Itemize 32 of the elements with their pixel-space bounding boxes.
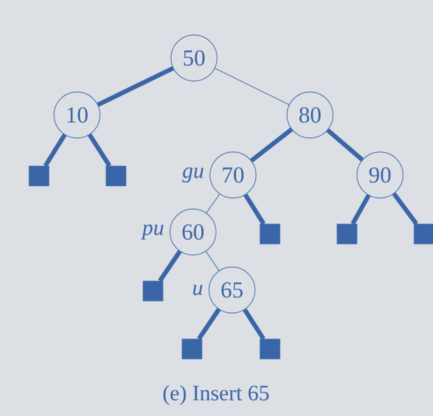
tree-edge [242, 308, 266, 340]
leaf-square [142, 280, 164, 302]
tree-edge [43, 134, 67, 167]
tree-node: 10 [54, 92, 100, 138]
leaf-square [28, 166, 50, 186]
tree-node: 65 [208, 266, 256, 314]
leaf-square [260, 224, 280, 244]
tree-edge [206, 194, 220, 214]
tree-node: 50 [170, 34, 218, 82]
tree-edge [88, 133, 112, 167]
caption: (e) Insert 65 [163, 385, 269, 405]
leaf-square [336, 224, 358, 244]
tree-edge [206, 251, 220, 271]
tree-edge [392, 192, 418, 226]
tree-edge [326, 128, 364, 162]
tree-node: 80 [286, 92, 334, 138]
tree-edge [158, 250, 182, 282]
node-label: pu [140, 224, 164, 240]
tree-edge [350, 194, 371, 225]
node-label: gu [182, 168, 204, 182]
node-label: u [193, 284, 202, 296]
leaf-square [106, 166, 126, 186]
tree-edge [250, 128, 293, 162]
tree-node: 90 [356, 152, 404, 198]
leaf-square [182, 338, 202, 360]
leaf-square [260, 338, 280, 360]
tree-node: 70 [210, 152, 256, 198]
tree-edge [214, 68, 290, 106]
tree-node: 60 [170, 208, 216, 256]
tree-edge [244, 194, 266, 225]
tree-edge [97, 66, 174, 107]
tree-edge [197, 308, 221, 340]
